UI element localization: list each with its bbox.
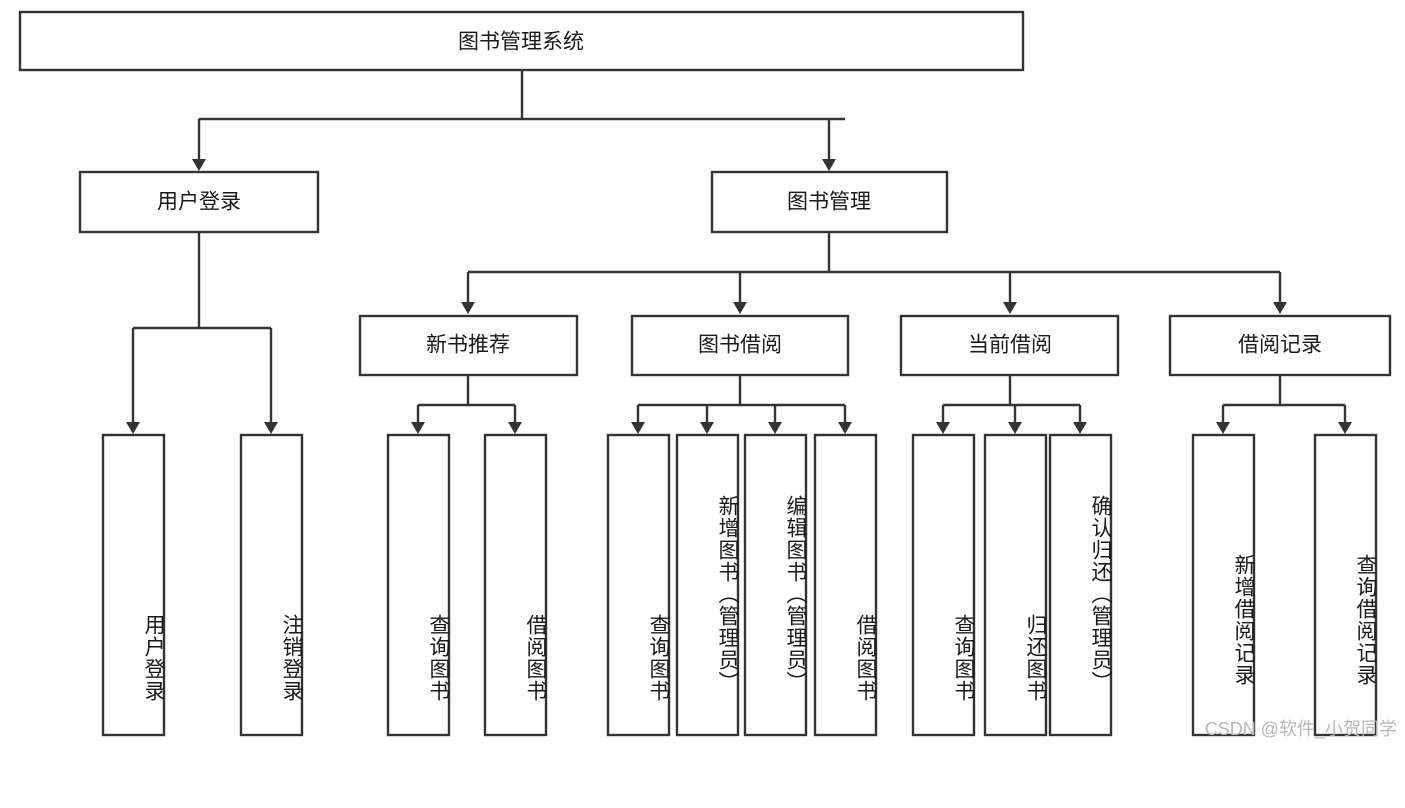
connector-root-to-level2 bbox=[192, 70, 845, 171]
connector-newbook-to-leaves bbox=[411, 375, 522, 434]
node-book-borrow[interactable]: 图书借阅 bbox=[630, 314, 850, 377]
leaf-box-borrow-book-1[interactable] bbox=[483, 433, 548, 737]
watermark-text: CSDN @软件_小贺同学 bbox=[1204, 719, 1397, 739]
node-book-borrow-label: 图书借阅 bbox=[698, 334, 782, 357]
flowchart-svg: 图书管理系统 用户登录 图书管理 新书推荐 图书借阅 当前借阅 借阅记录 bbox=[18, 10, 1392, 737]
leaf-box-query-book-3[interactable] bbox=[911, 433, 976, 737]
node-book-manage[interactable]: 图书管理 bbox=[710, 170, 949, 234]
node-user-login-label: 用户登录 bbox=[157, 191, 241, 214]
connector-currentborrow-to-leaves bbox=[936, 375, 1087, 434]
node-new-book-recommend[interactable]: 新书推荐 bbox=[358, 314, 579, 377]
node-current-borrow-label: 当前借阅 bbox=[968, 334, 1052, 357]
node-current-borrow[interactable]: 当前借阅 bbox=[899, 314, 1120, 377]
leaf-box-return-book[interactable] bbox=[983, 433, 1048, 737]
leaf-box-confirm-return[interactable] bbox=[1048, 433, 1113, 737]
leaf-box-borrow-book-2[interactable] bbox=[813, 433, 878, 737]
node-book-manage-label: 图书管理 bbox=[787, 191, 871, 214]
leaf-box-query-record[interactable] bbox=[1313, 433, 1378, 737]
leaf-box-user-login[interactable] bbox=[101, 433, 166, 737]
node-root[interactable]: 图书管理系统 bbox=[18, 10, 1025, 72]
connector-borrowrecord-to-leaves bbox=[1216, 375, 1352, 434]
node-user-login[interactable]: 用户登录 bbox=[78, 170, 320, 234]
node-new-book-recommend-label: 新书推荐 bbox=[426, 334, 510, 357]
node-borrow-record-label: 借阅记录 bbox=[1238, 334, 1322, 357]
connector-bookmanage-to-level3 bbox=[461, 232, 1287, 314]
connector-bookborrow-to-leaves bbox=[631, 375, 852, 434]
connector-userlogin-to-leaves bbox=[126, 232, 278, 434]
leaf-box-query-book-2[interactable] bbox=[606, 433, 671, 737]
node-borrow-record[interactable]: 借阅记录 bbox=[1168, 314, 1392, 377]
leaf-box-logout[interactable] bbox=[239, 433, 304, 737]
leaf-box-add-book[interactable] bbox=[675, 433, 740, 737]
leaf-box-query-book-1[interactable] bbox=[386, 433, 451, 737]
leaf-box-add-record[interactable] bbox=[1191, 433, 1256, 737]
node-root-label: 图书管理系统 bbox=[458, 31, 584, 54]
flowchart-canvas: 图书管理系统 用户登录 图书管理 新书推荐 图书借阅 当前借阅 借阅记录 bbox=[18, 10, 1397, 739]
leaf-box-edit-book[interactable] bbox=[743, 433, 808, 737]
